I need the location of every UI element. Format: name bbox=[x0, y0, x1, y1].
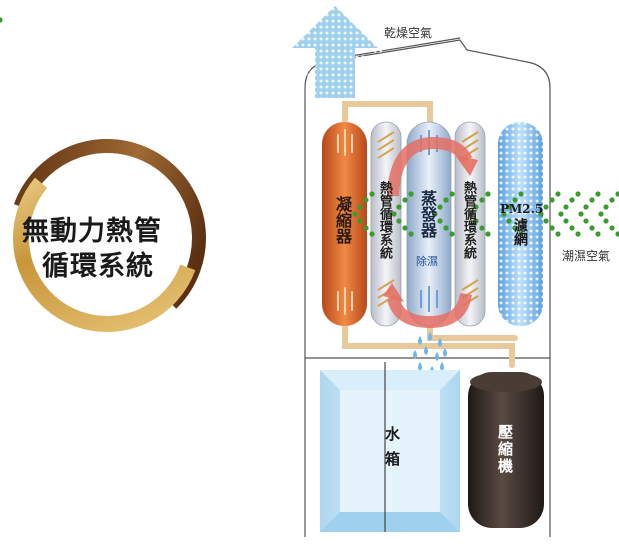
circulation-arrowheads bbox=[383, 155, 478, 302]
evaporator-label: 蒸發器 bbox=[418, 190, 437, 238]
filter-label-bottom: 濾網 bbox=[512, 218, 528, 246]
heat-pipe-left-label: 熱管循環系統 bbox=[377, 181, 392, 259]
water-tank-label: 水箱 bbox=[383, 426, 401, 476]
compressor bbox=[468, 372, 544, 528]
badge-title-line2: 循環系統 bbox=[42, 251, 154, 282]
heat-pipe-right-label: 熱管循環系統 bbox=[461, 181, 476, 259]
pm25-filter bbox=[498, 122, 543, 326]
circulation-arrows bbox=[387, 136, 473, 329]
badge-title-line1: 無動力熱管 bbox=[22, 216, 162, 247]
humid-air-label: 潮濕空氣 bbox=[562, 249, 611, 263]
badge-logo bbox=[8, 139, 206, 337]
dry-air-dots bbox=[290, 4, 382, 100]
condenser-label: 凝縮器 bbox=[333, 196, 352, 244]
condenser bbox=[322, 122, 367, 326]
compressor-label: 壓縮機 bbox=[496, 424, 514, 475]
filter-label-top: PM2.5 bbox=[500, 202, 544, 216]
water-tank bbox=[320, 362, 460, 532]
humid-air-chevrons bbox=[0, 17, 619, 237]
dry-air-label: 乾燥空氣 bbox=[384, 26, 433, 40]
dehumidify-label: 除濕 bbox=[416, 255, 438, 268]
